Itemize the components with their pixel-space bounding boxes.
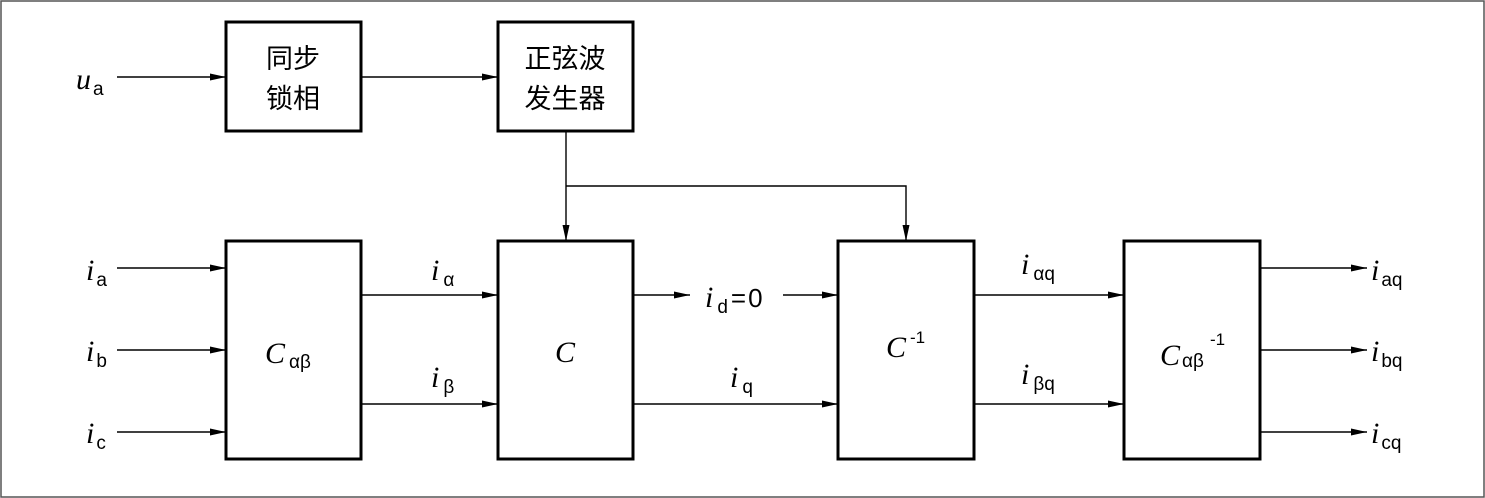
sine-to-c-inverse-arrow xyxy=(566,185,910,241)
sine-generator-label-line1: 正弦波 xyxy=(525,44,606,75)
sine-generator-label-line2: 发生器 xyxy=(525,84,606,115)
c-block xyxy=(496,239,635,461)
c-alpha-beta-inverse-block xyxy=(1122,239,1262,461)
c-label: C xyxy=(555,336,576,369)
c-inverse-label: C-1 xyxy=(886,328,925,364)
pll-label-line2: 锁相 xyxy=(266,84,320,115)
sine-generator-block xyxy=(496,20,635,133)
pll-label-line1: 同步 xyxy=(266,44,320,75)
c-alpha-beta-block xyxy=(224,239,363,461)
